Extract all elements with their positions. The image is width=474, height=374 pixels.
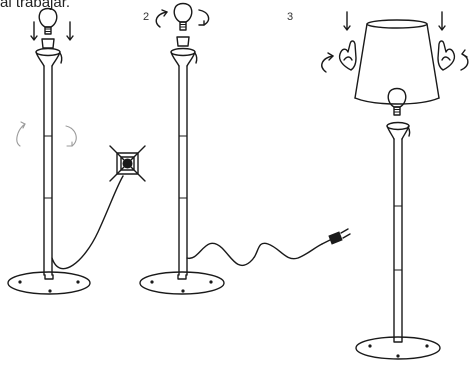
arrow-down-icon bbox=[438, 11, 446, 31]
step-number-2: 2 bbox=[143, 11, 149, 23]
bulb-icon bbox=[38, 7, 58, 35]
hand-icon bbox=[437, 40, 456, 71]
caption-text: al trabajar. bbox=[0, 0, 71, 11]
power-cord bbox=[51, 175, 124, 270]
lamp-base bbox=[355, 336, 441, 360]
rotate-arrow-icon bbox=[321, 52, 334, 73]
lamp-pole bbox=[178, 65, 188, 276]
lamp-3: 3 bbox=[287, 11, 469, 360]
lamp-base bbox=[139, 271, 225, 295]
rotate-arrow-icon bbox=[460, 49, 469, 71]
rotate-arrow-icon bbox=[65, 125, 77, 147]
hand-icon bbox=[338, 40, 357, 71]
arrow-down-icon bbox=[30, 21, 38, 41]
bulb-icon bbox=[387, 87, 407, 116]
rotate-arrow-icon bbox=[198, 9, 210, 26]
lamp-2: 2 bbox=[139, 2, 351, 295]
lampshade-icon bbox=[354, 19, 440, 105]
socket-icon bbox=[176, 36, 190, 47]
lamp-pole bbox=[393, 138, 403, 339]
power-cord bbox=[186, 242, 323, 267]
step-number-3: 3 bbox=[287, 11, 293, 23]
lamp-base bbox=[7, 271, 91, 295]
bulb-icon bbox=[173, 2, 193, 31]
socket-icon bbox=[41, 38, 55, 49]
lamp-head bbox=[170, 47, 198, 67]
arrow-down-icon bbox=[66, 21, 74, 41]
plug-icon bbox=[321, 228, 351, 245]
lamp-pole bbox=[43, 65, 53, 276]
lamp-1 bbox=[7, 7, 146, 295]
no-plug-icon bbox=[109, 145, 146, 182]
lamp-head bbox=[386, 121, 411, 140]
arrow-down-icon bbox=[343, 11, 351, 31]
lamp-head bbox=[35, 47, 63, 67]
rotate-arrow-icon bbox=[155, 9, 168, 28]
rotate-arrow-icon bbox=[16, 121, 26, 147]
